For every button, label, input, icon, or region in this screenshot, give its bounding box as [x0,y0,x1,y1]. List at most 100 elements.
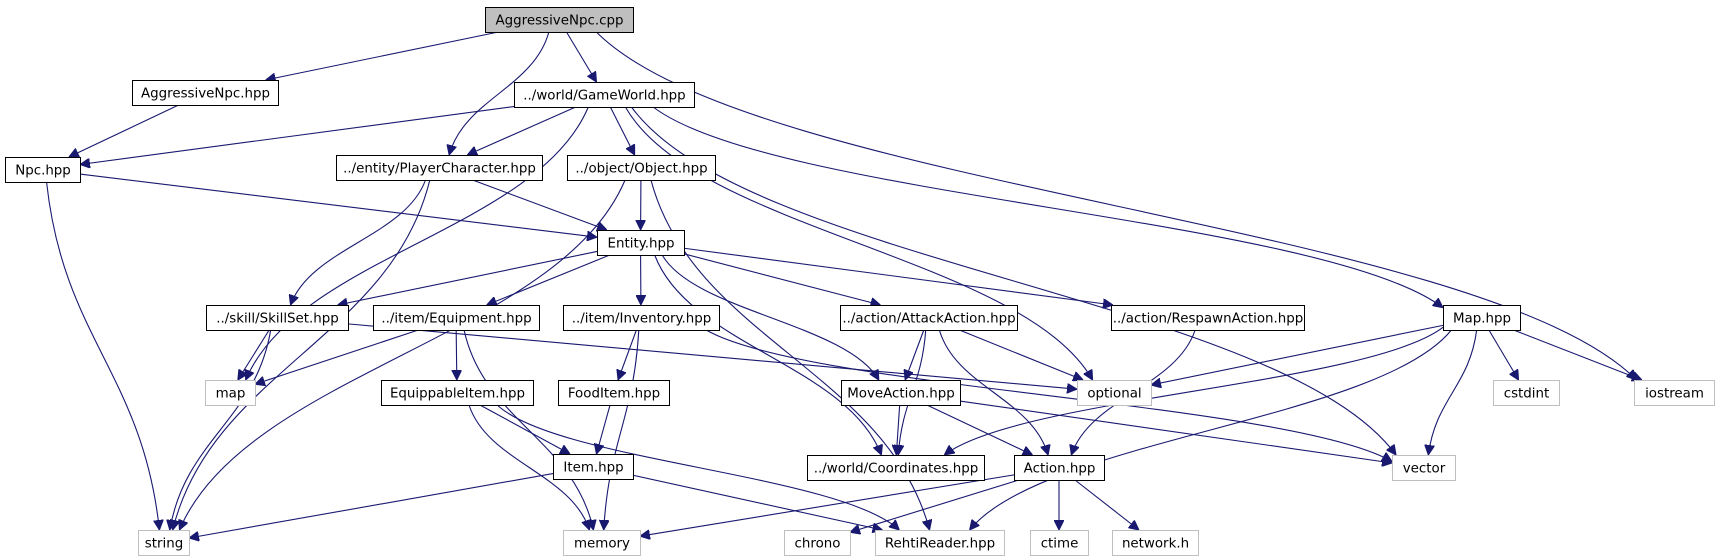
edge-item-to-rehtireader [632,474,883,530]
node-rehtireader: RehtiReader.hpp [875,530,1005,556]
node-string: string [138,530,190,556]
node-label: Npc.hpp [15,164,71,179]
edge-gameworld-to-playercharacter [467,106,576,155]
node-label: ../action/AttackAction.hpp [842,312,1015,327]
edge-playercharacter-to-skillset [291,179,427,305]
node-vector: vector [1392,455,1456,481]
edge-gameworld-to-object [609,106,634,155]
node-box [1493,380,1560,406]
edge-entity-to-attackaction [683,253,881,305]
node-label: AggressiveNpc.hpp [141,87,270,102]
node-entity[interactable]: Entity.hpp [597,230,685,256]
node-box [381,380,534,406]
node-box [206,305,349,331]
node-respawnaction[interactable]: ../action/RespawnAction.hpp [1111,305,1305,331]
node-label: MoveAction.hpp [847,387,955,402]
node-box [1111,305,1305,331]
node-label: FoodItem.hpp [568,387,660,402]
node-label: vector [1403,462,1446,477]
node-box [514,82,695,108]
node-equippableitem[interactable]: EquippableItem.hpp [381,380,534,406]
node-box [875,530,1005,556]
node-skillset[interactable]: ../skill/SkillSet.hpp [206,305,349,331]
edge-attackaction-to-optional [959,329,1083,380]
node-label: ../world/GameWorld.hpp [523,89,685,104]
node-label: ../item/Equipment.hpp [381,312,531,327]
edge-skillset-to-map [238,329,270,380]
edge-playercharacter-to-entity [472,179,607,230]
node-attackaction[interactable]: ../action/AttackAction.hpp [840,305,1018,331]
edge-map_hpp-to-optional [1151,324,1444,385]
edge-entity-to-skillset [338,250,598,305]
node-action[interactable]: Action.hpp [1014,455,1105,481]
edge-gameworld-to-optional [624,106,1092,380]
node-label: Action.hpp [1024,462,1096,477]
edge-equippableitem-to-memory [468,404,589,530]
node-box [132,80,279,106]
edge-equippableitem-to-item [479,404,570,454]
node-inventory[interactable]: ../item/Inventory.hpp [563,305,720,331]
edge-inventory-to-fooditem [618,329,637,380]
edge-action-to-memory [640,474,1015,536]
edge-attackaction-to-action [938,329,1048,455]
edge-action-to-network [1074,479,1139,530]
node-gameworld[interactable]: ../world/GameWorld.hpp [514,82,695,108]
node-label: ../entity/PlayerCharacter.hpp [343,162,536,177]
node-box [373,305,540,331]
node-aggressivenpc_cpp[interactable]: AggressiveNpc.cpp [485,7,634,33]
edge-inventory-to-memory [604,329,640,530]
node-item[interactable]: Item.hpp [553,454,634,480]
node-label: ctime [1041,537,1079,552]
edge-moveaction-to-coordinates [896,404,899,455]
edge-fooditem-to-item [596,404,611,454]
node-box [840,305,1018,331]
edge-npc-to-string [46,181,160,530]
edge-aggressivenpc_hpp-to-npc [69,104,179,157]
edge-entity-to-equipment [487,254,610,305]
edge-gameworld-to-map_hpp [652,106,1443,308]
edge-action-to-chrono [850,479,1019,532]
node-box [558,380,670,406]
node-label: ../object/Object.hpp [575,162,707,177]
edge-inventory-to-vector [705,329,1392,461]
node-coordinates[interactable]: ../world/Coordinates.hpp [807,455,985,481]
node-box [138,530,190,556]
edge-aggressivenpc_cpp-to-aggressivenpc_hpp [266,31,499,80]
edge-gameworld-to-map [246,106,589,380]
node-moveaction[interactable]: MoveAction.hpp [841,380,961,406]
edge-equipment-to-equippableitem [456,329,457,380]
node-box [5,157,81,183]
node-label: optional [1087,387,1141,402]
node-object[interactable]: ../object/Object.hpp [567,155,716,181]
node-box [807,455,985,481]
node-label: map [216,387,246,402]
node-label: Entity.hpp [608,237,675,252]
node-fooditem[interactable]: FoodItem.hpp [558,380,670,406]
node-memory: memory [563,530,641,556]
edge-gameworld-to-npc [80,105,515,165]
node-label: ../item/Inventory.hpp [572,312,712,327]
edge-map_hpp-to-coordinates [944,326,1444,455]
node-map: map [205,380,256,406]
node-box [841,380,961,406]
node-label: iostream [1645,387,1704,402]
node-box [567,155,716,181]
node-label: chrono [795,537,841,552]
node-label: Map.hpp [1453,312,1511,327]
node-label: cstdint [1504,387,1550,402]
edge-equippableitem-to-rehtireader [496,404,899,530]
edge-npc-to-entity [79,173,597,237]
node-aggressivenpc_hpp[interactable]: AggressiveNpc.hpp [132,80,279,106]
node-equipment[interactable]: ../item/Equipment.hpp [373,305,540,331]
node-map_hpp[interactable]: Map.hpp [1443,305,1521,331]
node-label: network.h [1122,537,1189,552]
node-cstdint: cstdint [1493,380,1560,406]
node-playercharacter[interactable]: ../entity/PlayerCharacter.hpp [336,155,543,181]
node-box [205,380,256,406]
node-npc[interactable]: Npc.hpp [5,157,81,183]
node-box [1112,530,1199,556]
node-box [563,530,641,556]
edge-equipment-to-memory [463,329,593,530]
